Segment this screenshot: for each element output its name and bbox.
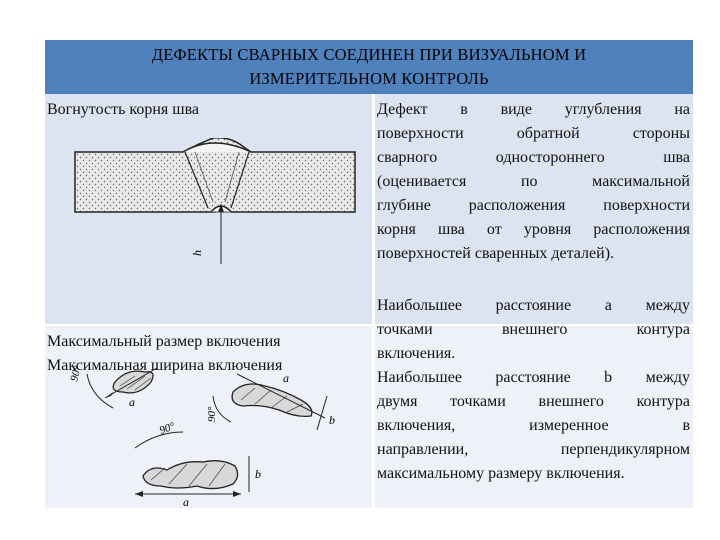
description-line: Наибольшее расстояние b между [377,369,690,386]
description-line: двумя точками внешнего контура [377,393,690,410]
inclusion3-angle-label: 90° [158,420,177,437]
inclusion-figure: 90° a 90° a b 90° a b [68,364,335,508]
description-line: поверхностей сваренных деталей). [377,245,615,262]
defect-description-root-concavity: Дефект в виде углубления на поверхности … [377,98,690,266]
defects-table: ДЕФЕКТЫ СВАРНЫХ СОЕДИНЕН ПРИ ВИЗУАЛЬНОМ … [45,40,693,508]
description-line: включения. [377,345,456,362]
inclusion2-angle-label: 90° [206,406,218,422]
root-concavity-figure: h [74,138,356,264]
description-line: корня шва от уровня расположения [377,221,690,238]
inclusion-width-label: Максимальная ширина включения [47,357,283,374]
header-title-line1: ДЕФЕКТЫ СВАРНЫХ СОЕДИНЕН ПРИ ВИЗУАЛЬНОМ … [151,45,587,64]
defect-name-inclusion-size: Максимальный размер включения Максимальн… [47,330,282,378]
description-line: направлении, перпендикулярном [377,441,690,458]
inclusion1-a-label: a [129,395,135,409]
inclusion-size-label: Максимальный размер включения [47,333,281,350]
description-line: максимальному размеру включения. [377,465,625,482]
inclusion2-b-label: b [329,413,335,427]
description-line: Дефект в виде углубления на [377,101,690,118]
description-line: поверхности обратной стороны [377,125,690,142]
description-line: (оценивается по максимальной [377,173,690,190]
row-divider [45,324,693,326]
root-concavity-label: h [190,250,204,256]
description-line: точками внешнего контура [377,321,690,338]
inclusion1-angle-label: 90° [68,364,84,383]
column-divider [372,94,375,508]
description-line: глубине расположения поверхности [377,197,690,214]
description-line: Наибольшее расстояние a между [377,297,690,314]
header-title-line2: ИЗМЕРИТЕЛЬНОМ КОНТРОЛЬ [249,69,489,88]
table-header: ДЕФЕКТЫ СВАРНЫХ СОЕДИНЕН ПРИ ВИЗУАЛЬНОМ … [45,40,693,94]
description-line: включения, измеренное в [377,417,690,434]
description-line: сварного одностороннего шва [377,149,690,166]
inclusion3-a-label: a [183,495,189,508]
defect-name-root-concavity: Вогнутость корня шва [47,101,200,118]
defect-description-inclusion: Наибольшее расстояние a между точками вн… [377,294,690,486]
inclusion3-b-label: b [255,467,261,481]
inclusion2-a-label: a [283,371,289,385]
